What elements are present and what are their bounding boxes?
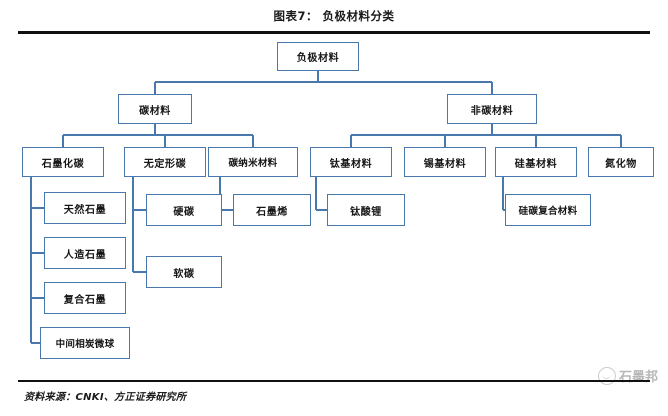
node-label: 复合石墨 — [63, 294, 107, 306]
node-label: 人造石墨 — [63, 249, 107, 261]
node-composite-graphite[interactable]: 复合石墨 — [44, 282, 126, 314]
node-non-carbon[interactable]: 非碳材料 — [447, 94, 537, 124]
watermark: 石墨邦 — [597, 366, 658, 385]
watermark-text: 石墨邦 — [618, 370, 658, 385]
watermark-logo-icon — [597, 366, 616, 385]
node-tin-based[interactable]: 锡基材料 — [404, 147, 486, 177]
source-note: 资料来源：CNKI、方正证券研究所 — [24, 392, 187, 403]
node-lithium-titanate[interactable]: 钛酸锂 — [327, 194, 405, 226]
node-nitride[interactable]: 氮化物 — [588, 147, 654, 177]
node-label: 碳材料 — [139, 105, 171, 117]
connector-lines — [30, 71, 622, 344]
node-silicon-based[interactable]: 硅基材料 — [495, 147, 577, 177]
node-graphitic-carbon[interactable]: 石墨化碳 — [22, 147, 104, 177]
node-carbon[interactable]: 碳材料 — [118, 94, 192, 124]
node-label: 氮化物 — [605, 158, 637, 170]
node-mesocarbon-microbeads[interactable]: 中间相炭微球 — [40, 327, 130, 359]
node-root[interactable]: 负极材料 — [277, 42, 359, 71]
org-chart-diagram: 负极材料 碳材料 非碳材料 石墨化碳 无定形碳 碳纳米材料 钛基材料 锡基材料 … — [0, 34, 668, 378]
node-label: 钛基材料 — [329, 158, 373, 170]
node-label: 石墨烯 — [256, 206, 288, 218]
node-label: 软碳 — [173, 268, 195, 280]
node-natural-graphite[interactable]: 天然石墨 — [44, 192, 126, 224]
node-label: 钛酸锂 — [350, 206, 382, 218]
node-label: 中间相炭微球 — [55, 339, 115, 350]
node-label: 无定形碳 — [143, 158, 187, 170]
node-titanium-based[interactable]: 钛基材料 — [310, 147, 392, 177]
node-graphene[interactable]: 石墨烯 — [233, 194, 311, 226]
node-label: 碳纳米材料 — [228, 158, 278, 169]
node-artificial-graphite[interactable]: 人造石墨 — [44, 237, 126, 269]
page-title: 图表7： 负极材料分类 — [273, 9, 395, 23]
top-divider — [18, 31, 650, 34]
node-label: 石墨化碳 — [41, 158, 85, 170]
bottom-divider — [18, 380, 650, 382]
node-label: 锡基材料 — [423, 158, 467, 170]
node-label: 非碳材料 — [470, 105, 514, 117]
node-amorphous-carbon[interactable]: 无定形碳 — [124, 147, 206, 177]
node-carbon-nanomaterial[interactable]: 碳纳米材料 — [208, 147, 298, 177]
node-label: 负极材料 — [296, 53, 340, 64]
node-hard-carbon[interactable]: 硬碳 — [146, 194, 222, 226]
node-label: 硬碳 — [173, 206, 195, 218]
node-soft-carbon[interactable]: 软碳 — [146, 256, 222, 288]
node-label: 硅基材料 — [514, 158, 558, 170]
node-silicon-carbon-composite[interactable]: 硅碳复合材料 — [505, 194, 591, 226]
node-label: 天然石墨 — [63, 204, 107, 216]
node-label: 硅碳复合材料 — [518, 206, 578, 217]
